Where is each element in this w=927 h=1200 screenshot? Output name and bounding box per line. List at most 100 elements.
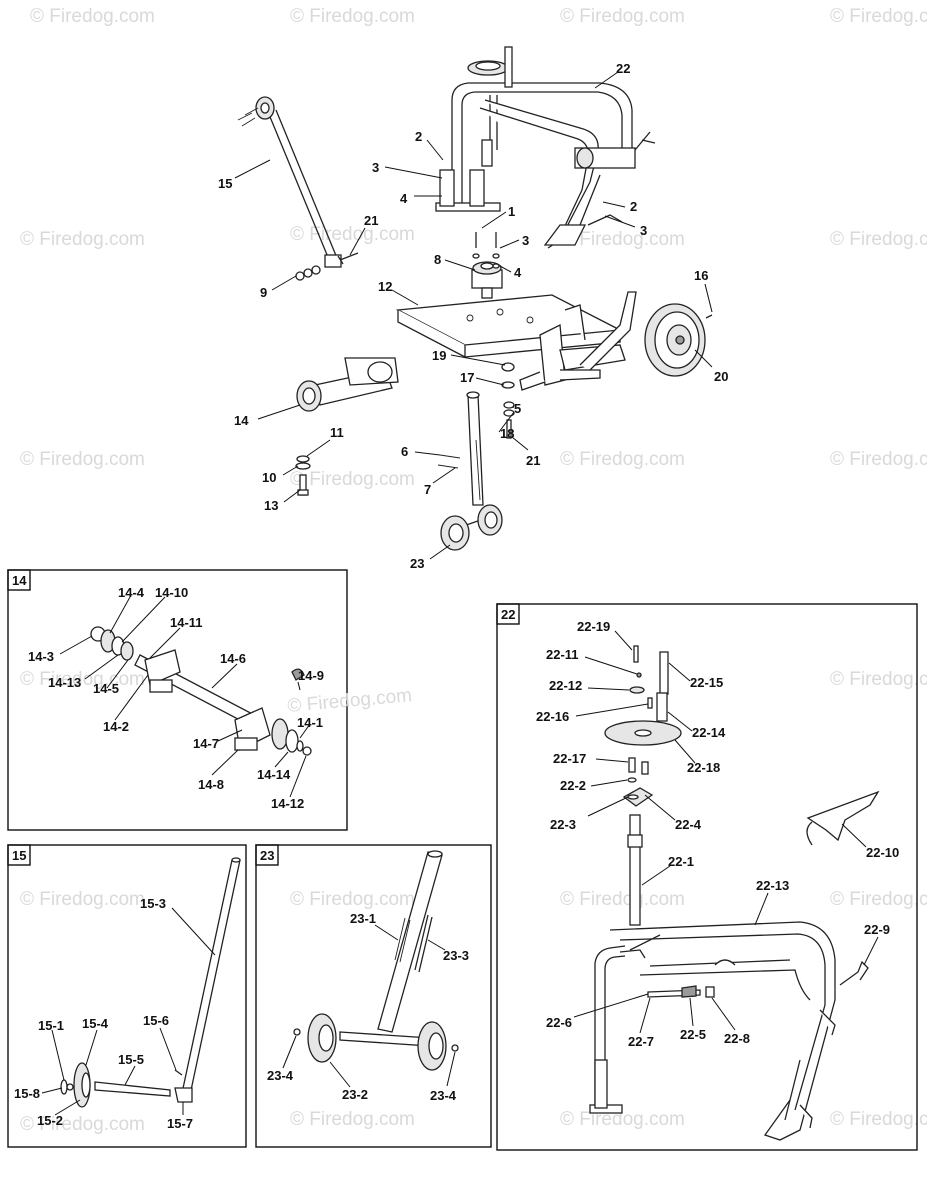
label-23-1: 23-1	[350, 911, 376, 926]
label-2: 2	[630, 199, 637, 214]
watermark: © Firedog.com	[560, 449, 685, 470]
label-22-16: 22-16	[536, 709, 569, 724]
label-15-5: 15-5	[118, 1052, 144, 1067]
panel-22: 22	[496, 603, 918, 1151]
main-leaders	[234, 71, 713, 560]
bolt-21-drawing	[337, 252, 359, 265]
watermark: © Firedog.com	[20, 1114, 145, 1135]
panel-22-labels: 22-19 22-11 22-15 22-12 22-16 22-14 22-1…	[536, 619, 899, 1049]
label-14-12: 14-12	[271, 796, 304, 811]
label-22-7: 22-7	[628, 1034, 654, 1049]
label-14-14: 14-14	[257, 767, 291, 782]
label-15-1: 15-1	[38, 1018, 64, 1033]
label-15-3: 15-3	[140, 896, 166, 911]
base-plate-drawing	[395, 291, 637, 391]
label-1: 1	[508, 204, 515, 219]
label-17: 17	[460, 370, 474, 385]
label-14: 14	[234, 413, 249, 428]
label-23-4: 23-4	[267, 1068, 294, 1083]
label-14-13: 14-13	[48, 675, 81, 690]
label-22-9: 22-9	[864, 922, 890, 937]
label-22-15: 22-15	[690, 675, 723, 690]
nut-washer-drawing	[295, 265, 321, 281]
panel-23-leaders	[282, 924, 456, 1088]
label-22-1: 22-1	[668, 854, 694, 869]
watermark: © Firedog.com	[830, 449, 927, 470]
label-3: 3	[372, 160, 379, 175]
label-22-4: 22-4	[675, 817, 702, 832]
watermark: © Firedog.com	[20, 889, 145, 910]
wheel-20-drawing	[644, 303, 713, 377]
label-23-4: 23-4	[430, 1088, 457, 1103]
panel-15-border	[7, 844, 247, 1148]
watermark: © Firedog.com	[290, 1109, 415, 1130]
upper-frame-drawing	[435, 46, 656, 249]
label-3: 3	[522, 233, 529, 248]
panel-14-tag-box	[7, 569, 31, 591]
watermark: © Firedog.com	[20, 229, 145, 250]
label-21: 21	[364, 213, 378, 228]
label-22-3: 22-3	[550, 817, 576, 832]
label-14-4: 14-4	[118, 585, 145, 600]
panel-23-labels: 23-1 23-3 23-4 23-2 23-4	[267, 911, 469, 1103]
watermark: © Firedog.com	[830, 669, 927, 690]
handle-rod-drawing	[237, 96, 342, 268]
panel-22-tag: 22	[501, 607, 515, 622]
label-14-6: 14-6	[220, 651, 246, 666]
label-15-8: 15-8	[14, 1086, 40, 1101]
label-21: 21	[526, 453, 540, 468]
label-22-17: 22-17	[553, 751, 586, 766]
axle-detail-drawing	[90, 626, 312, 756]
hardware-1-3-4-drawing	[472, 232, 500, 269]
label-10: 10	[262, 470, 276, 485]
label-18: 18	[500, 426, 514, 441]
panel-14-leaders	[59, 596, 311, 798]
panel-15-labels: 15-3 15-1 15-4 15-6 15-5 15-8 15-2 15-7	[14, 896, 193, 1131]
watermark: © Firedog.com	[290, 224, 415, 245]
panel-15-leaders	[41, 907, 216, 1116]
label-23-2: 23-2	[342, 1087, 368, 1102]
axle-assembly-drawing	[296, 357, 399, 412]
panel-23-tag: 23	[260, 848, 274, 863]
watermark: © Firedog.com	[20, 669, 145, 690]
label-20: 20	[714, 369, 728, 384]
label-16: 16	[694, 268, 708, 283]
label-15-4: 15-4	[82, 1016, 109, 1031]
label-11: 11	[330, 425, 344, 440]
watermark: © Firedog.com	[830, 1109, 927, 1130]
watermark: © Firedog.com	[287, 685, 413, 717]
watermark: © Firedog.com	[560, 889, 685, 910]
watermark: © Firedog.com	[830, 229, 927, 250]
watermark: © Firedog.com	[560, 6, 685, 27]
caster-detail-drawing	[293, 850, 459, 1071]
label-22-14: 22-14	[692, 725, 726, 740]
label-22-10: 22-10	[866, 845, 899, 860]
label-22-12: 22-12	[549, 678, 582, 693]
label-15-7: 15-7	[167, 1116, 193, 1131]
watermark: © Firedog.com	[560, 229, 685, 250]
label-3: 3	[640, 223, 647, 238]
panel-22-border	[496, 603, 918, 1151]
watermark: © Firedog.com	[30, 6, 155, 27]
panel-14: 14	[7, 569, 413, 831]
panel-23: 23 23-1 23-3 23-4 23-2 23-4	[255, 844, 492, 1148]
panel-23-tag-box	[255, 844, 279, 866]
label-13: 13	[264, 498, 278, 513]
label-9: 9	[260, 285, 267, 300]
label-14-11: 14-11	[170, 615, 203, 630]
panel-14-labels: 14-4 14-10 14-11 14-3 14-6 14-13 14-5 14…	[28, 585, 324, 811]
label-22-19: 22-19	[577, 619, 610, 634]
handle-detail-drawing	[60, 857, 241, 1108]
label-22-5: 22-5	[680, 1027, 706, 1042]
panel-23-border	[255, 844, 492, 1148]
label-23-3: 23-3	[443, 948, 469, 963]
watermark: © Firedog.com	[20, 449, 145, 470]
caster-stand-drawing	[437, 391, 503, 551]
label-14-10: 14-10	[155, 585, 188, 600]
watermark: © Firedog.com	[560, 1109, 685, 1130]
label-14-1: 14-1	[297, 715, 323, 730]
label-8: 8	[434, 252, 441, 267]
label-12: 12	[378, 279, 392, 294]
label-22: 22	[616, 61, 630, 76]
label-22-11: 22-11	[546, 647, 579, 662]
